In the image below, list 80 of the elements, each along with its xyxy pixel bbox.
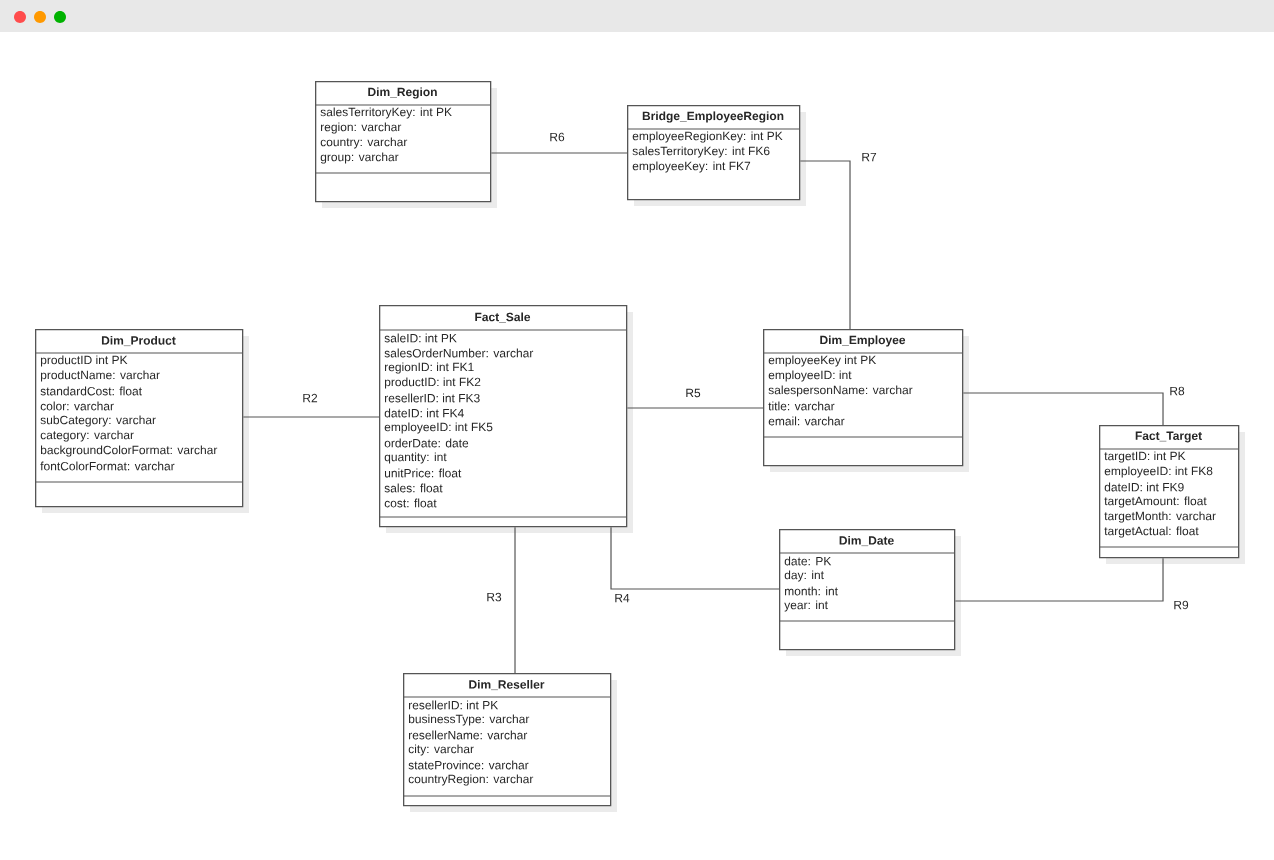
edge-label: R3 (485, 591, 503, 603)
entity-box (1098, 425, 1245, 564)
relationship-line (626, 407, 764, 409)
entity-title: Dim_Product (101, 335, 176, 347)
entity-box (34, 329, 249, 513)
attribute-text: resellerName: varchar (409, 730, 528, 740)
entity-title: Fact_Target (1135, 431, 1202, 443)
attribute-text: regionID: int FK1 (385, 362, 474, 374)
attribute-text: group: varchar (320, 152, 399, 164)
attribute-text: day: int (784, 570, 824, 582)
attribute-text: resellerID: int FK3 (385, 393, 480, 403)
attribute-text: employeeKey int PK (768, 355, 877, 367)
attribute-text: year: int (784, 600, 828, 612)
attribute-text: employeeRegionKey: int PK (632, 131, 783, 143)
entity-title: Dim_Employee (820, 335, 906, 347)
attribute-text: city: varchar (408, 744, 474, 756)
attribute-text: month: int (785, 586, 838, 596)
attribute-text: employeeKey: int FK7 (632, 161, 751, 173)
attribute-text: cost: float (384, 498, 437, 508)
attribute-text: salesOrderNumber: varchar (384, 348, 534, 358)
relationship-line (610, 526, 780, 590)
entity-box (626, 105, 806, 206)
attribute-text: productID int PK (40, 355, 128, 367)
entity-title: Fact_Sale (475, 312, 531, 323)
attribute-text: resellerID: int PK (409, 700, 499, 710)
attribute-text: saleID: int PK (384, 333, 457, 343)
attribute-text: salespersonName: varchar (768, 385, 913, 397)
attribute-text: country: varchar (320, 137, 408, 149)
entity-title: Dim_Reseller (469, 679, 545, 691)
entity-box (402, 673, 617, 812)
attribute-text: businessType: varchar (408, 714, 530, 726)
edge-label: R4 (613, 592, 631, 604)
attribute-text: targetAmount: float (1104, 496, 1207, 508)
attribute-text: countryRegion: varchar (408, 774, 534, 786)
attribute-text: stateProvince: varchar (408, 760, 529, 770)
entity-box (762, 329, 969, 472)
entity-box (778, 529, 961, 656)
attribute-text: targetID: int PK (1104, 451, 1186, 463)
attribute-text: employeeID: int FK5 (384, 422, 493, 434)
edge-label: R6 (548, 131, 566, 143)
attribute-text: sales: float (384, 483, 443, 493)
attribute-text: productName: varchar (40, 370, 160, 382)
attribute-text: dateID: int FK9 (1104, 482, 1184, 492)
entity-box (378, 305, 633, 533)
attribute-text: unitPrice: float (385, 468, 462, 478)
relationship-line (490, 152, 628, 154)
entity-title: Bridge_EmployeeRegion (642, 111, 784, 123)
edge-label: R5 (684, 387, 702, 399)
attribute-text: region: varchar (321, 122, 402, 134)
edge-label: R9 (1172, 599, 1190, 611)
attribute-text: targetMonth: varchar (1104, 511, 1216, 523)
entity-box (314, 81, 497, 208)
edge-label: R8 (1168, 385, 1186, 397)
attribute-text: backgroundColorFormat: varchar (40, 445, 218, 457)
attribute-text: employeeID: int FK8 (1104, 466, 1213, 478)
attribute-text: orderDate: date (384, 438, 469, 448)
edge-label: R2 (301, 392, 319, 404)
attribute-text: salesTerritoryKey: int PK (320, 107, 452, 119)
attribute-text: email: varchar (768, 416, 845, 426)
attribute-text: productID: int FK2 (384, 377, 481, 389)
relationship-line (799, 160, 851, 330)
attribute-text: targetActual: float (1104, 526, 1199, 538)
relationship-line (514, 526, 516, 674)
entity-title: Dim_Region (368, 87, 437, 99)
attribute-text: standardCost: float (40, 386, 142, 396)
edge-label: R7 (860, 151, 878, 163)
attribute-text: salesTerritoryKey: int FK6 (632, 146, 770, 158)
attribute-text: color: varchar (40, 401, 114, 411)
entity-title: Dim_Date (839, 535, 894, 547)
relationship-line (242, 416, 380, 418)
attribute-text: employeeID: int (768, 370, 852, 382)
attribute-text: date: PK (784, 556, 832, 566)
attribute-text: fontColorFormat: varchar (40, 461, 175, 471)
attribute-text: subCategory: varchar (40, 415, 156, 427)
relationship-line (954, 557, 1164, 602)
attribute-text: dateID: int FK4 (384, 408, 464, 418)
attribute-text: category: varchar (40, 430, 134, 442)
relationship-line (962, 392, 1164, 426)
attribute-text: quantity: int (384, 452, 447, 464)
attribute-text: title: varchar (768, 401, 835, 411)
